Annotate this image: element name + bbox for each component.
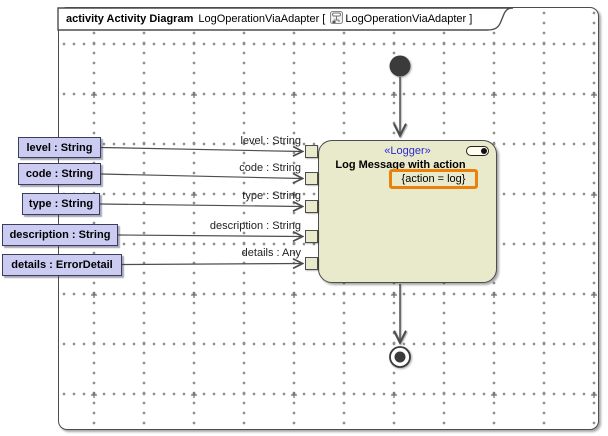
pin-type[interactable]	[305, 200, 318, 213]
pin-level[interactable]	[305, 145, 318, 158]
frame-title-tab[interactable]	[57, 7, 514, 31]
parameter-node-details[interactable]: details : ErrorDetail	[2, 254, 122, 276]
flow-label-details[interactable]: details : Any	[241, 247, 301, 259]
frame-title-close-bracket: ]	[469, 13, 473, 25]
frame-title-name: LogOperationViaAdapter	[198, 13, 320, 25]
toggle-icon	[466, 146, 489, 156]
initial-node[interactable]	[389, 55, 411, 77]
activity-diagram-thumbnail-icon	[330, 11, 344, 29]
pin-code[interactable]	[305, 172, 318, 185]
pin-description[interactable]	[305, 230, 318, 243]
parameter-node-description[interactable]: description : String	[2, 224, 118, 246]
object-flow-type[interactable]	[99, 204, 302, 207]
action-tag-highlight[interactable]: {action = log}	[389, 169, 478, 189]
action-name: Log Message with action	[335, 159, 466, 171]
frame-title-context: LogOperationViaAdapter	[345, 13, 467, 25]
flow-label-code[interactable]: code : String	[239, 162, 301, 174]
pin-details[interactable]	[305, 257, 318, 270]
object-flow-code[interactable]	[100, 174, 302, 179]
parameter-node-level[interactable]: level : String	[18, 137, 101, 158]
flow-label-type[interactable]: type : String	[242, 190, 301, 202]
parameter-node-type[interactable]: type : String	[22, 193, 100, 215]
object-flow-level[interactable]	[100, 148, 302, 152]
action-tag-value: {action = log}	[401, 173, 466, 185]
object-flow-details[interactable]	[121, 264, 302, 265]
flow-label-description[interactable]: description : String	[209, 220, 301, 232]
frame-title: activity Activity Diagram LogOperationVia…	[66, 11, 475, 27]
parameter-node-code[interactable]: code : String	[18, 163, 101, 185]
frame-title-kind: activity Activity Diagram	[66, 13, 194, 25]
flow-label-level[interactable]: level : String	[240, 135, 301, 147]
action-stereotype: «Logger»	[384, 145, 431, 157]
activity-final-node[interactable]	[389, 346, 411, 368]
object-flow-description[interactable]	[117, 235, 302, 237]
action-log-message[interactable]: «Logger» Log Message with action {action…	[318, 140, 497, 283]
frame-title-open-bracket: [	[322, 13, 326, 25]
